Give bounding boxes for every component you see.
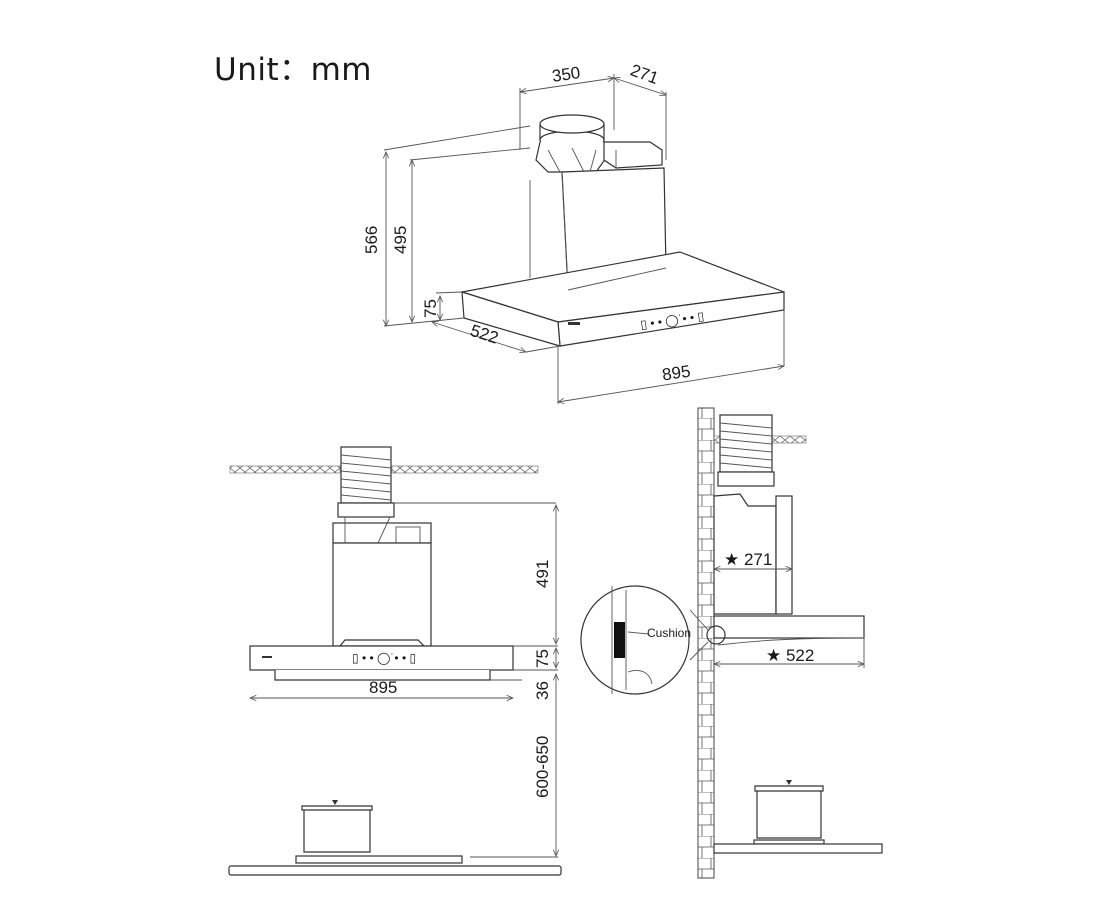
- dim-75-iso-label: 75: [421, 299, 440, 318]
- unit-label: Unit：mm: [214, 52, 373, 88]
- front-control-panel-icons: ▯ • • ◯˙• • ▯: [352, 651, 416, 665]
- pot-front: [301, 800, 373, 853]
- canopy-side: [713, 615, 865, 639]
- dim-566-label: 566: [362, 226, 381, 254]
- dim-495-label: 495: [391, 226, 410, 254]
- dim-491-label: 491: [533, 560, 552, 588]
- dim-36-label: 36: [533, 681, 552, 700]
- isometric-view: 350 271 ▯ • • ◯˙• • ▯ 566: [362, 60, 784, 404]
- front-view: ▯ • • ◯˙• • ▯ 895 491 75 36 600-650: [228, 446, 562, 876]
- countertop-front: [228, 865, 562, 876]
- dim-line-350: [520, 78, 614, 92]
- brand-logo: [568, 322, 580, 325]
- dim-895-iso-label: 895: [661, 362, 692, 385]
- callout-target-circle: [706, 625, 726, 645]
- cushion-block: [614, 622, 625, 658]
- dim-600-650-label: 600-650: [533, 736, 552, 798]
- dim-895-front-label: 895: [369, 678, 397, 697]
- cooktop-front: [295, 855, 463, 864]
- side-view: ★ 271 ★ 522 Cushion: [580, 407, 883, 879]
- ceiling-right: [391, 465, 539, 474]
- dim-75-front-label: 75: [533, 649, 552, 668]
- cushion-detail-callout: [580, 585, 690, 695]
- canopy-front: [249, 645, 514, 671]
- countertop-side: [713, 843, 883, 854]
- wall: [697, 407, 715, 879]
- pot-side: [753, 780, 825, 845]
- cushion-label: Cushion: [647, 626, 691, 640]
- dim-350-label: 350: [551, 63, 582, 86]
- ceiling-left: [229, 465, 341, 474]
- dim-522-side-label: ★ 522: [766, 646, 814, 665]
- dim-271-side-label: ★ 271: [724, 550, 772, 569]
